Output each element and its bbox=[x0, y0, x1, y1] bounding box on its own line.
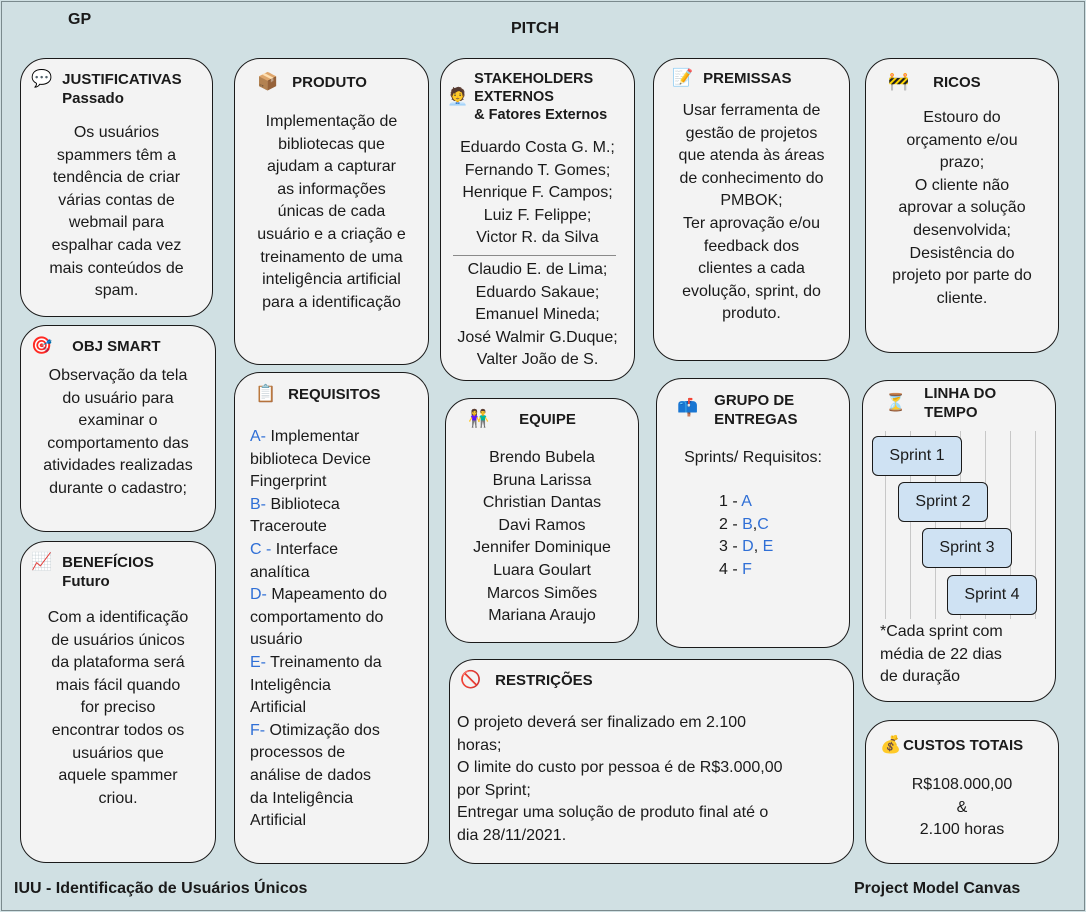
linha-tempo-card: ⏳ LINHA DO TEMPO Sprint 1 Sprint 2 Sprin… bbox=[862, 380, 1056, 702]
grupo-entregas-title-2: ENTREGAS bbox=[714, 411, 798, 428]
stakeholders-divider bbox=[453, 255, 616, 256]
barrier-icon: 🚧 bbox=[888, 72, 910, 92]
linha-tempo-note: *Cada sprint com média de 22 dias de dur… bbox=[880, 623, 1003, 686]
equipe-title: EQUIPE bbox=[519, 411, 576, 428]
custos-card: 💰 CUSTOS TOTAIS R$108.000,00 & 2.100 hor… bbox=[865, 720, 1059, 864]
linha-tempo-title-1: LINHA DO bbox=[924, 385, 997, 402]
custos-title: CUSTOS TOTAIS bbox=[903, 737, 1024, 754]
premissas-text: Usar ferramenta de gestão de projetos qu… bbox=[678, 102, 825, 323]
timeline-gridline bbox=[935, 431, 936, 619]
restricoes-card: 🚫 RESTRIÇÕES O projeto deverá ser finali… bbox=[449, 659, 854, 864]
sprint-bar-1: Sprint 1 bbox=[872, 436, 962, 476]
equipe-members: Brendo Bubela Bruna Larissa Christian Da… bbox=[473, 449, 611, 625]
justificativas-text: Os usuários spammers têm a tendência de … bbox=[49, 124, 184, 300]
stakeholders-group-1: Eduardo Costa G. M.; Fernando T. Gomes; … bbox=[460, 139, 615, 247]
stakeholders-subtitle: & Fatores Externos bbox=[474, 107, 608, 123]
canvas-title: PITCH bbox=[511, 20, 559, 37]
beneficios-subtitle: Futuro bbox=[62, 573, 110, 590]
ricos-title: RICOS bbox=[933, 74, 981, 91]
equipe-card: 👫 EQUIPE Brendo Bubela Bruna Larissa Chr… bbox=[445, 398, 639, 643]
ricos-text: Estouro do orçamento e/ou prazo; O clien… bbox=[892, 109, 1032, 307]
obj-smart-title: OBJ SMART bbox=[72, 338, 161, 355]
clipboard-icon: 📋 bbox=[255, 384, 277, 404]
sprint-bar-3: Sprint 3 bbox=[922, 528, 1012, 568]
justificativas-subtitle: Passado bbox=[62, 90, 124, 107]
requisitos-list: A- Implementar biblioteca Device Fingerp… bbox=[250, 428, 387, 830]
money-bag-icon: 💰 bbox=[880, 735, 902, 755]
produto-title: PRODUTO bbox=[292, 74, 367, 91]
canvas-type: Project Model Canvas bbox=[854, 880, 1021, 897]
requisitos-card: 📋 REQUISITOS A- Implementar biblioteca D… bbox=[234, 372, 429, 864]
stakeholders-card: 🧑‍💼 STAKEHOLDERS EXTERNOS & Fatores Exte… bbox=[440, 58, 635, 381]
timeline-gridline bbox=[910, 431, 911, 619]
package-icon: 📦 bbox=[257, 72, 279, 92]
premissas-card: 📝 PREMISSAS Usar ferramenta de gestão de… bbox=[653, 58, 850, 361]
justificativas-title: JUSTIFICATIVAS bbox=[62, 71, 182, 88]
stakeholders-title-2: EXTERNOS bbox=[474, 89, 554, 105]
timeline-gridline bbox=[885, 431, 886, 619]
obj-smart-card: 🎯 OBJ SMART Observação da tela do usuári… bbox=[20, 325, 216, 532]
beneficios-card: 📈 BENEFÍCIOS Futuro Com a identificação … bbox=[20, 541, 216, 863]
person-icon: 🧑‍💼 bbox=[447, 87, 469, 107]
produto-card: 📦 PRODUTO Implementação de bibliotecas q… bbox=[234, 58, 429, 365]
target-icon: 🎯 bbox=[31, 336, 53, 356]
stakeholders-group-2: Claudio E. de Lima; Eduardo Sakaue; Eman… bbox=[457, 261, 618, 369]
corner-label: GP bbox=[68, 11, 92, 28]
premissas-title: PREMISSAS bbox=[703, 70, 792, 87]
project-name: IUU - Identificação de Usuários Únicos bbox=[14, 880, 308, 897]
timeline-gridline bbox=[1035, 431, 1036, 619]
restricoes-text: O projeto deverá ser finalizado em 2.100… bbox=[457, 714, 783, 844]
speech-bubble-icon: 💬 bbox=[31, 69, 53, 89]
stakeholders-title-1: STAKEHOLDERS bbox=[474, 71, 594, 87]
hourglass-icon: ⏳ bbox=[885, 393, 907, 413]
memo-icon: 📝 bbox=[672, 68, 694, 88]
requisitos-title: REQUISITOS bbox=[288, 386, 381, 403]
produto-text: Implementação de bibliotecas que ajudam … bbox=[257, 113, 406, 311]
custos-text: R$108.000,00 & 2.100 horas bbox=[911, 776, 1013, 839]
grupo-entregas-card: 📫 GRUPO DE ENTREGAS Sprints/ Requisitos:… bbox=[656, 378, 850, 648]
grupo-entregas-title-1: GRUPO DE bbox=[714, 392, 795, 409]
chart-icon: 📈 bbox=[31, 552, 53, 572]
beneficios-text: Com a identificação de usuários únicos d… bbox=[47, 609, 189, 807]
timeline-gridline bbox=[985, 431, 986, 619]
justificativas-card: 💬 JUSTIFICATIVAS Passado Os usuários spa… bbox=[20, 58, 213, 317]
team-icon: 👫 bbox=[468, 409, 490, 429]
linha-tempo-title-2: TEMPO bbox=[924, 404, 978, 421]
beneficios-title: BENEFÍCIOS bbox=[62, 554, 154, 571]
timeline-gridline bbox=[960, 431, 961, 619]
restricoes-title: RESTRIÇÕES bbox=[495, 672, 593, 689]
obj-smart-text: Observação da tela do usuário para exami… bbox=[43, 367, 193, 497]
timeline-gridline bbox=[1010, 431, 1011, 619]
sprint-bar-2: Sprint 2 bbox=[898, 482, 988, 522]
mailbox-icon: 📫 bbox=[677, 398, 699, 418]
ricos-card: 🚧 RICOS Estouro do orçamento e/ou prazo;… bbox=[865, 58, 1059, 353]
grupo-entregas-rows: 1 - A 2 - B,C 3 - D, E 4 - F bbox=[719, 493, 774, 578]
sprint-bar-4: Sprint 4 bbox=[947, 575, 1037, 615]
grupo-entregas-header: Sprints/ Requisitos: bbox=[684, 449, 822, 466]
prohibited-icon: 🚫 bbox=[460, 670, 482, 690]
